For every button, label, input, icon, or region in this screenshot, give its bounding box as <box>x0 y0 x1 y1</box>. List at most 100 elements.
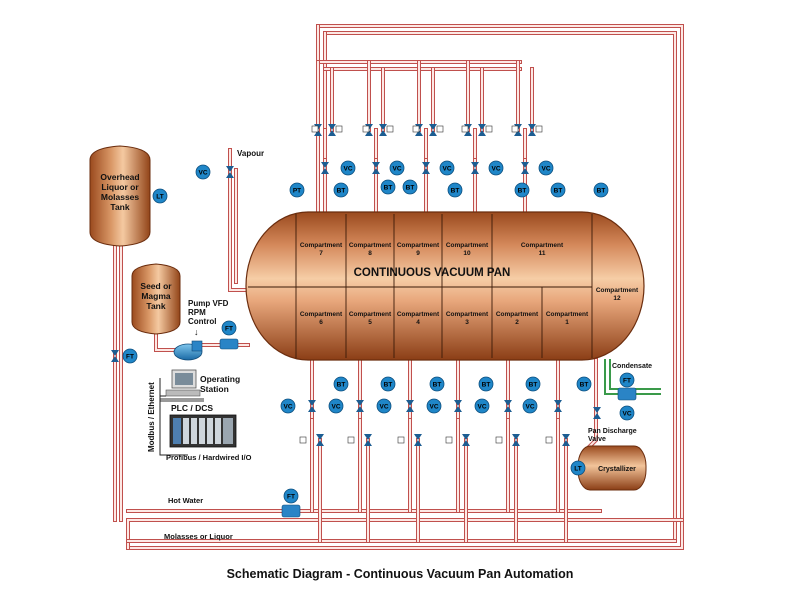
valve-body <box>478 124 486 136</box>
control-valve[interactable] <box>422 162 430 174</box>
control-valve[interactable] <box>429 124 437 136</box>
vc-instrument[interactable]: VC <box>538 160 554 176</box>
control-valve[interactable] <box>226 166 234 178</box>
bt-instrument-circle <box>333 376 349 392</box>
control-valve[interactable] <box>521 162 529 174</box>
condensate-pipe <box>609 359 661 390</box>
ft-instrument[interactable]: FT <box>122 348 138 364</box>
valve-body <box>562 434 570 446</box>
valve-body <box>308 400 316 412</box>
lt-instrument-circle <box>570 460 586 476</box>
compartment-dividers <box>248 214 593 358</box>
control-valve[interactable] <box>454 400 462 412</box>
bt-instrument[interactable]: BT <box>429 376 445 392</box>
control-valve[interactable] <box>372 162 380 174</box>
flow-meter-body[interactable] <box>281 504 301 518</box>
bt-instrument[interactable]: BT <box>333 376 349 392</box>
bt-instrument[interactable]: BT <box>525 376 541 392</box>
control-valve[interactable] <box>328 124 336 136</box>
vc-instrument[interactable]: VC <box>488 160 504 176</box>
bt-instrument-tag: BT <box>337 381 346 388</box>
pipe-core <box>588 359 597 448</box>
vc-instrument[interactable]: VC <box>280 398 296 414</box>
bt-instrument[interactable]: BT <box>333 182 349 198</box>
flow-meter-body[interactable] <box>617 387 637 401</box>
vc-instrument-circle <box>474 398 490 414</box>
vc-instrument[interactable]: VC <box>389 160 405 176</box>
vc-instrument[interactable]: VC <box>195 164 211 180</box>
pt-instrument-circle <box>289 182 305 198</box>
flow-meter-body[interactable] <box>219 338 239 350</box>
valve-actuator <box>545 436 553 444</box>
valve-actuator <box>347 436 355 444</box>
pipe-core <box>127 519 683 549</box>
control-valve[interactable] <box>462 434 470 446</box>
bt-instrument[interactable]: BT <box>380 179 396 195</box>
vc-instrument-tag: VC <box>283 403 292 410</box>
vc-instrument-circle <box>538 160 554 176</box>
control-valve[interactable] <box>562 434 570 446</box>
control-valve[interactable] <box>364 434 372 446</box>
control-valve[interactable] <box>414 434 422 446</box>
bt-instrument[interactable]: BT <box>447 182 463 198</box>
bt-instrument-circle <box>593 182 609 198</box>
vc-instrument[interactable]: VC <box>619 405 635 421</box>
valve-body <box>521 162 529 174</box>
vc-instrument[interactable]: VC <box>474 398 490 414</box>
vc-instrument[interactable]: VC <box>439 160 455 176</box>
vc-instrument[interactable]: VC <box>340 160 356 176</box>
lt-instrument[interactable]: LT <box>152 188 168 204</box>
vc-instrument[interactable]: VC <box>426 398 442 414</box>
lt-instrument-tag: LT <box>574 465 581 472</box>
valve-body <box>504 400 512 412</box>
valve-actuator <box>495 436 503 444</box>
vc-instrument[interactable]: VC <box>376 398 392 414</box>
ft-instrument[interactable]: FT <box>221 320 237 336</box>
bt-instrument-circle <box>478 376 494 392</box>
condensate-pipe <box>604 359 661 395</box>
control-valve[interactable] <box>512 434 520 446</box>
ft-instrument[interactable]: FT <box>619 372 635 388</box>
plc-rack[interactable] <box>169 414 237 448</box>
control-valve[interactable] <box>593 407 601 419</box>
bt-instrument[interactable]: BT <box>550 182 566 198</box>
vc-instrument[interactable]: VC <box>328 398 344 414</box>
valve-body <box>422 162 430 174</box>
bt-instrument[interactable]: BT <box>402 179 418 195</box>
piping-network <box>113 24 684 550</box>
control-valve[interactable] <box>379 124 387 136</box>
valve-body <box>226 166 234 178</box>
bt-instrument-circle <box>576 376 592 392</box>
valve-body <box>406 400 414 412</box>
ft-instrument-tag: FT <box>287 493 295 500</box>
ft-instrument[interactable]: FT <box>283 488 299 504</box>
control-valve[interactable] <box>406 400 414 412</box>
operating-station[interactable] <box>160 369 204 402</box>
control-valve[interactable] <box>528 124 536 136</box>
overhead-tank <box>89 145 151 247</box>
control-valve[interactable] <box>356 400 364 412</box>
pump[interactable] <box>173 340 203 361</box>
valve-body <box>372 162 380 174</box>
valve-body <box>414 434 422 446</box>
control-valve[interactable] <box>308 400 316 412</box>
bt-instrument[interactable]: BT <box>380 376 396 392</box>
control-valve[interactable] <box>478 124 486 136</box>
bt-instrument[interactable]: BT <box>478 376 494 392</box>
control-valve[interactable] <box>554 400 562 412</box>
bt-instrument[interactable]: BT <box>593 182 609 198</box>
lt-instrument[interactable]: LT <box>570 460 586 476</box>
pt-instrument[interactable]: PT <box>289 182 305 198</box>
control-valve[interactable] <box>111 350 119 362</box>
control-valve[interactable] <box>504 400 512 412</box>
bt-instrument[interactable]: BT <box>576 376 592 392</box>
bt-instrument[interactable]: BT <box>514 182 530 198</box>
vc-instrument[interactable]: VC <box>522 398 538 414</box>
control-valve[interactable] <box>471 162 479 174</box>
control-valve[interactable] <box>316 434 324 446</box>
control-valve[interactable] <box>321 162 329 174</box>
